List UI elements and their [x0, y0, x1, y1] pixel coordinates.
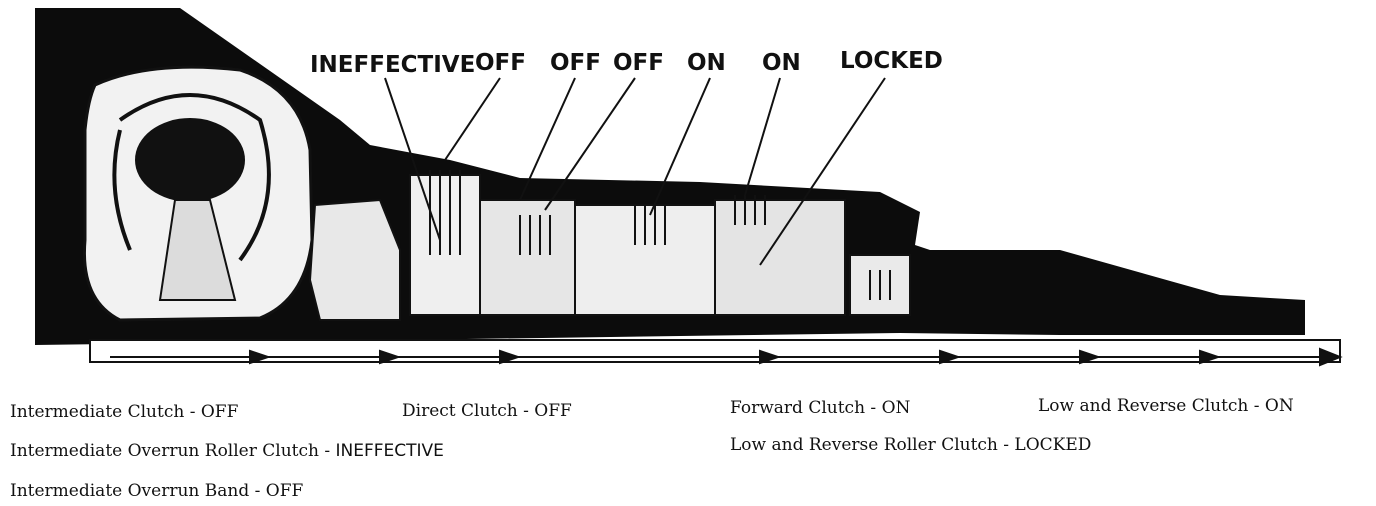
- converter-flow-loop: [112, 93, 271, 262]
- caption-low-reverse-clutch: Low and Reverse Clutch - ON: [1038, 396, 1294, 416]
- caption-overrun-band: Intermediate Overrun Band - OFF: [10, 481, 304, 501]
- intermediate-clutch-pack: [409, 174, 481, 316]
- callout-leader-lines: [384, 77, 886, 266]
- clutch-plates: [429, 170, 891, 300]
- caption-low-reverse-roller-clutch: Low and Reverse Roller Clutch - LOCKED: [730, 435, 1092, 455]
- caption-overrun-roller-clutch: Intermediate Overrun Roller Clutch - INE…: [10, 441, 444, 461]
- callout-on-1: ON: [687, 50, 726, 76]
- callout-ineffective: INEFFECTIVE: [310, 52, 475, 78]
- direct-clutch-pack: [479, 199, 576, 316]
- output-shaft: [89, 339, 1341, 363]
- caption-forward-clutch: Forward Clutch - ON: [730, 398, 911, 418]
- oil-pump-housing: [308, 198, 401, 321]
- power-flow-arrows: [110, 347, 1343, 367]
- callout-off-1: OFF: [475, 50, 526, 76]
- callout-off-3: OFF: [613, 50, 664, 76]
- callout-on-2: ON: [762, 50, 801, 76]
- callout-off-2: OFF: [550, 50, 601, 76]
- turbine-blade: [158, 199, 237, 301]
- torque-converter-core: [135, 118, 245, 202]
- caption-intermediate-clutch: Intermediate Clutch - OFF: [10, 402, 239, 422]
- planetary-gearset: [714, 199, 846, 316]
- caption-overrun-roller-state: INEFFECTIVE: [335, 441, 444, 461]
- callout-locked: LOCKED: [840, 48, 943, 74]
- caption-overrun-roller-prefix: Intermediate Overrun Roller Clutch -: [10, 441, 336, 461]
- caption-direct-clutch: Direct Clutch - OFF: [402, 401, 572, 421]
